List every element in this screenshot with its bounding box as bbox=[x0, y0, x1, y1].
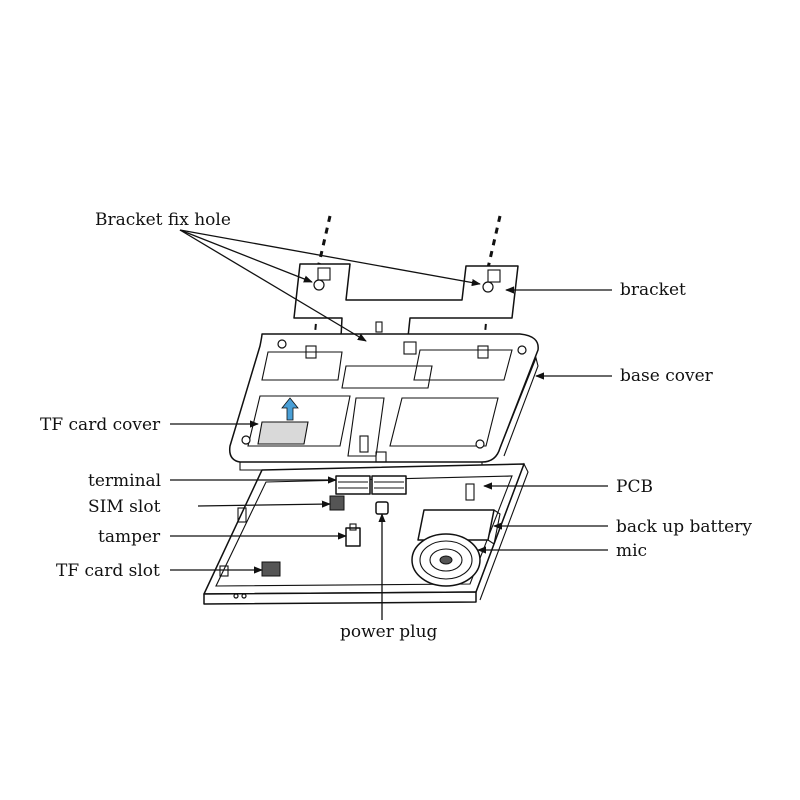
sim-slot bbox=[329, 495, 345, 511]
label-tamper: tamper bbox=[98, 527, 161, 547]
pcb-housing bbox=[203, 462, 529, 605]
leader-lines bbox=[170, 229, 612, 620]
label-bracket-fix-hole: Bracket fix hole bbox=[95, 210, 231, 230]
label-base-cover: base cover bbox=[620, 366, 714, 386]
power-plug bbox=[375, 501, 389, 515]
mic-speaker bbox=[411, 533, 481, 587]
tf-card-slot bbox=[261, 561, 281, 577]
base-cover bbox=[228, 333, 539, 471]
label-pcb: PCB bbox=[616, 477, 653, 497]
label-bracket: bracket bbox=[620, 280, 686, 300]
label-terminal: terminal bbox=[88, 471, 161, 491]
slide-up-arrow-icon bbox=[281, 397, 299, 421]
tamper-switch bbox=[345, 527, 361, 547]
bracket-fix-hole-right bbox=[482, 281, 494, 293]
bracket-fix-hole-left bbox=[313, 279, 325, 291]
label-mic: mic bbox=[616, 541, 647, 561]
label-tf-card-cover: TF card cover bbox=[40, 415, 161, 435]
label-back-up-battery: back up battery bbox=[616, 517, 752, 537]
label-tf-card-slot: TF card slot bbox=[56, 561, 160, 581]
tf-card-cover bbox=[257, 421, 309, 445]
label-sim-slot: SIM slot bbox=[88, 497, 161, 517]
label-power-plug: power plug bbox=[340, 622, 438, 642]
terminal-block bbox=[335, 475, 371, 495]
